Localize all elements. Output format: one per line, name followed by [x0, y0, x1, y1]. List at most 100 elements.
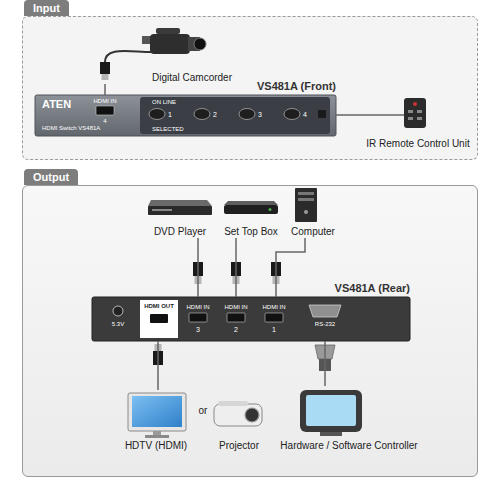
panel-marking: HDMI Switch VS481A: [42, 125, 100, 131]
projector-box: Projector: [210, 390, 268, 452]
panel-marking: 3: [258, 111, 262, 118]
dvd-player-icon: [148, 200, 212, 215]
panel-marking: 1: [272, 326, 276, 333]
switch-front-illustration: [318, 110, 326, 118]
camcorder-icon: [100, 62, 110, 74]
cable-line: [336, 114, 362, 116]
panel-tab: Output: [24, 169, 78, 185]
panel-marking: HDMI IN: [225, 304, 248, 310]
dvd-player-box: DVD Player: [143, 188, 217, 238]
hdtv-icon: [128, 393, 186, 431]
output-plugs: [153, 344, 335, 371]
camcorder-icon: [105, 51, 152, 62]
device-caption: Digital Camcorder: [152, 72, 232, 84]
panel-marking: HDMI IN: [263, 304, 286, 310]
computer-icon: [298, 192, 314, 195]
projector-icon: [218, 401, 248, 406]
panel-ground: [22, 185, 478, 477]
remote-icon: [362, 98, 426, 128]
panel-marking: 1: [168, 111, 172, 118]
cable-line: [157, 341, 159, 390]
panel-marking: RS-232: [315, 321, 335, 327]
controller-icon: [300, 390, 362, 436]
remote-icon: [408, 110, 413, 113]
set-top-box-icon: [224, 201, 278, 214]
projector-icon: [214, 401, 262, 426]
device-caption: IR Remote Control Unit: [366, 138, 469, 150]
set-top-box-icon: [224, 201, 278, 205]
panel-ground: [22, 16, 478, 160]
device-heading: VS481A (Rear): [335, 282, 410, 294]
panel-marking: 2: [234, 326, 238, 333]
panel-ground: [22, 16, 478, 477]
device-caption: DVD Player: [154, 226, 206, 238]
remote-icon: [362, 114, 404, 116]
switch-front-illustration: [140, 97, 330, 134]
switch-rear-illustration: [92, 297, 410, 341]
dvd-player-icon: [148, 206, 212, 215]
panel-marking: HDMI IN: [187, 304, 210, 310]
controller-icon: [300, 390, 362, 432]
camcorder-icon: [102, 74, 109, 80]
switch-front-illustration: [35, 95, 336, 136]
computer-icon: [298, 198, 314, 201]
panel-marking: HDMI OUT: [144, 303, 174, 309]
remote-icon: [413, 102, 417, 106]
set-top-box-icon: [269, 208, 272, 211]
computer-icon: [295, 188, 317, 222]
set-top-box-box: Set Top Box: [218, 188, 284, 238]
cable-line: [324, 341, 326, 386]
remote-box: IR Remote Control Unit: [362, 94, 474, 150]
device-heading: VS481A (Front): [257, 80, 336, 92]
cable-line: [197, 238, 199, 297]
output-panel: OutputDVD PlayerSet Top BoxComputerVS481…: [22, 185, 478, 477]
switch-rear-illustration: [227, 313, 245, 322]
panel-marking: HDMI IN: [94, 98, 117, 104]
dvd-player-icon: [152, 209, 172, 211]
panel-marking: ON LINE: [152, 99, 176, 105]
device-caption: HDTV (HDMI): [125, 440, 187, 452]
switch-front-illustration: [35, 95, 336, 136]
switch-rear-illustration: [92, 297, 410, 341]
device-caption: Projector: [219, 440, 259, 452]
switch-rear-illustration: [309, 305, 341, 317]
computer-icon: [295, 188, 317, 222]
remote-icon: [417, 117, 422, 120]
device-caption: Computer: [291, 226, 335, 238]
projector-icon: [214, 404, 262, 426]
camcorder-box: Digital Camcorder: [100, 22, 232, 84]
switch-front-illustration: [194, 109, 210, 120]
switch-front-illustration: [284, 109, 300, 120]
dvd-player-icon: [148, 200, 212, 206]
switch-front-illustration: [96, 106, 114, 115]
controller-icon: [320, 432, 342, 436]
alternative-word: or: [199, 406, 208, 416]
switch-rear-illustration: [140, 300, 178, 338]
panel-marking: 5.3V: [112, 321, 124, 327]
hdmi-plug: [193, 262, 281, 284]
panel-marking: 4: [303, 111, 307, 118]
switch-rear-illustration: [113, 306, 123, 316]
remote-icon: [404, 98, 426, 128]
remote-icon: [408, 117, 413, 120]
device-caption: Hardware / Software Controller: [280, 440, 417, 452]
set-top-box-icon: [224, 205, 278, 214]
controller-box: Hardware / Software Controller: [277, 386, 420, 452]
projector-icon: [245, 408, 259, 422]
computer-icon: [304, 210, 308, 214]
switch-front-illustration: [149, 109, 165, 120]
switch-rear-illustration: [189, 313, 207, 322]
switch-rear-illustration: [150, 314, 168, 323]
camcorder-icon: [156, 28, 180, 34]
cable-line: [276, 238, 305, 297]
panel-tab: Input: [24, 0, 69, 16]
controller-icon: [306, 395, 356, 426]
input-panel: InputDigital CamcorderVS481A (Front)IR R…: [22, 16, 478, 160]
panel-marking: SELECTED: [152, 126, 184, 132]
cable-line: [104, 84, 106, 95]
hdtv-box: HDTV (HDMI): [116, 390, 196, 452]
switch-rear-illustration: [265, 313, 283, 322]
